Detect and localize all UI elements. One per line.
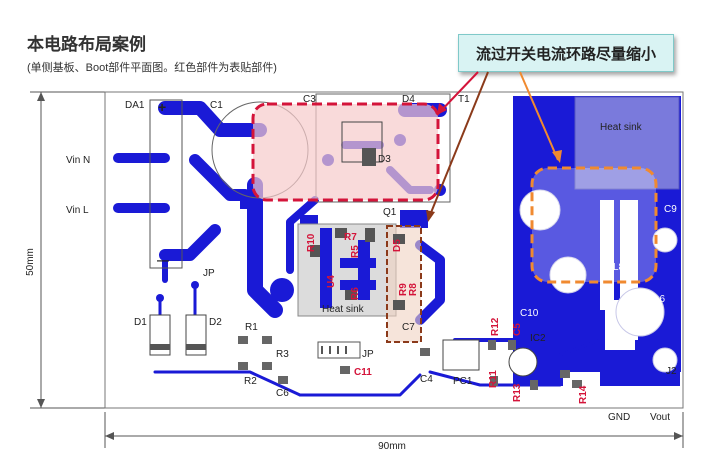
label-q1: Q1 [383,207,397,218]
label-da1: DA1 [125,100,145,111]
label-c7: C7 [402,322,415,333]
label-r3: R3 [276,349,289,360]
label-c9: C9 [664,204,677,215]
label-jp-bottom: JP [362,349,374,360]
center-heatsink-traces [320,228,376,308]
label-r5: R5 [350,245,361,258]
label-c4: C4 [420,374,433,385]
label-heatsink-right: Heat sink [600,122,643,133]
label-r2: R2 [244,376,257,387]
label-vin-n: Vin N [66,155,90,166]
label-c11: C11 [354,367,372,378]
label-d3: D3 [378,154,391,165]
label-r10: R10 [306,233,317,252]
label-heatsink-main: Heat sink [322,304,365,315]
label-t1: T1 [458,94,470,105]
da1-bridge [149,99,183,269]
ic2-circle [508,347,538,377]
label-vin-l: Vin L [66,205,89,216]
label-r6: R6 [350,287,361,300]
label-pc1: PC1 [453,376,473,387]
center-heatsink [297,223,397,317]
gate-loop-highlight [386,225,422,343]
label-r1: R1 [245,322,258,333]
dimension-lines [30,91,684,448]
label-jp-top: JP [203,268,215,279]
label-c10: C10 [520,308,539,319]
label-l6: L6 [654,294,666,305]
label-d1: D1 [134,317,147,328]
label-d2: D2 [209,317,222,328]
pc1-optocoupler [442,339,480,371]
smd-parts [238,336,582,390]
callout-box: 流过开关电流环路尽量缩小 [458,34,674,72]
label-l8: L8 [613,262,625,273]
label-d5: D5 [392,239,403,252]
label-r9: R9 [398,283,409,296]
dimension-width: 90mm [378,441,406,452]
page-title: 本电路布局案例 [27,35,146,54]
label-ic2: IC2 [530,333,546,344]
page-subtitle: (单侧基板、Boot部件平面图。红色部件为表贴部件) [27,62,277,74]
dimension-height: 50mm [25,248,36,276]
label-c3: C3 [303,94,316,105]
label-c5: C5 [512,323,523,336]
label-gnd: GND [608,412,630,423]
label-d4: D4 [402,94,415,105]
label-vout: Vout [650,412,670,423]
switching-loop-highlight [251,102,440,202]
label-c6: C6 [276,388,289,399]
label-j2: J2 [666,366,677,377]
label-r14: R14 [578,385,589,404]
label-c1: C1 [210,100,223,111]
output-loop-highlight [530,166,658,284]
label-r12: R12 [490,317,501,336]
label-r11: R11 [488,370,499,388]
minus-sign: — [157,253,169,267]
right-heatsink-area [574,96,680,190]
label-r13: R13 [512,383,523,402]
label-r7: R7 [344,232,357,243]
label-u4: U4 [326,275,337,288]
plus-sign: + [158,99,166,115]
label-r8: R8 [408,283,419,296]
